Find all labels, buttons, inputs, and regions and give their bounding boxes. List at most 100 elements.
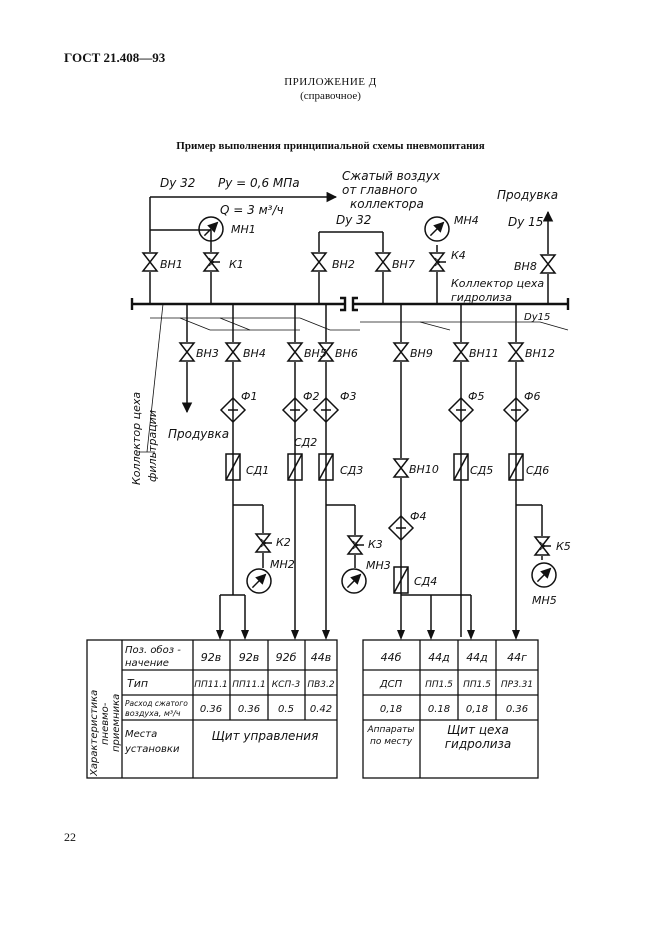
f3-label: Ф3 (340, 390, 356, 403)
cock-k4-stem (434, 257, 446, 267)
row-pos-line1: Поз. обоз - (125, 644, 181, 656)
mn3-label: МН3 (366, 559, 391, 572)
gauge-mn4 (424, 216, 450, 242)
mn2-label: МН2 (270, 558, 295, 571)
sd2-label: СД2 (294, 436, 317, 449)
k1-label: К1 (229, 258, 244, 271)
left-cons-1: 0.36 (200, 704, 222, 715)
valve-vn11 (452, 342, 470, 362)
cocks (202, 252, 551, 556)
sd1-label: СД1 (246, 464, 269, 477)
supply-dy-label: Dу 32 (160, 176, 195, 190)
dy15-top-label: Dу 15 (508, 215, 543, 229)
valve-vn8 (539, 254, 557, 274)
document-standard: ГОСТ 21.408—93 (64, 50, 166, 65)
row-pos-line2: начение (125, 658, 169, 669)
f4-label: Ф4 (410, 510, 426, 523)
right-type-1: ДСП (379, 679, 403, 690)
sd3-label: СД3 (340, 464, 363, 477)
collector-hydrolysis-line1: Коллектор цеха (451, 277, 544, 290)
dy32-second-label: Dу 32 (336, 213, 371, 227)
right-cons-1: 0,18 (380, 704, 402, 715)
vn8-label: ВН8 (514, 260, 537, 273)
left-pos-2: 92в (239, 651, 259, 664)
mn5-label: МН5 (532, 594, 557, 607)
right-type-2: ПП1.5 (425, 680, 453, 690)
k2-label: К2 (276, 536, 291, 549)
k5-label: К5 (556, 540, 571, 553)
valve-vn4 (224, 342, 242, 362)
mn4-label: МН4 (454, 214, 479, 227)
left-type-3: КСП-3 (272, 680, 301, 690)
vn12-label: ВН12 (525, 347, 555, 360)
piping (130, 191, 570, 637)
gauges (198, 216, 557, 594)
f5-label: Ф5 (468, 390, 484, 403)
f2-label: Ф2 (303, 390, 319, 403)
right-pos-2: 44д (428, 651, 450, 664)
left-pos-3: 92б (276, 651, 297, 664)
right-place-line2: гидролиза (445, 737, 512, 751)
filters (219, 396, 530, 542)
right-type-3: ПП1.5 (463, 680, 491, 690)
gauge-mn5 (531, 562, 557, 588)
filter-f1 (219, 396, 247, 424)
filter-f5 (447, 396, 475, 424)
row-type: Тип (127, 677, 148, 690)
valve-vn12 (507, 342, 525, 362)
vn1-label: ВН1 (160, 258, 183, 271)
regulator-sd2 (287, 453, 303, 481)
regulator-sd5 (453, 453, 469, 481)
appendix-title: ПРИЛОЖЕНИЕ Д (284, 76, 377, 88)
gauge-mn2 (246, 568, 272, 594)
vn9-label: ВН9 (410, 347, 433, 360)
cock-k3-stem (352, 540, 364, 550)
regulator-sd6 (508, 453, 524, 481)
sd4-label: СД4 (414, 575, 437, 588)
source-line3: коллектора (350, 197, 424, 211)
valve-vn10 (392, 458, 410, 478)
mn1-label: МН1 (231, 223, 256, 236)
valve-vn1 (141, 252, 159, 272)
supply-flow-label: Q = 3 м³/ч (220, 203, 284, 217)
vn2-label: ВН2 (332, 258, 355, 271)
right-place-line1: Щит цеха (447, 723, 509, 737)
valve-vn7 (374, 252, 392, 272)
left-cons-2: 0.36 (238, 704, 260, 715)
filter-f2 (281, 396, 309, 424)
gauge-mn1 (198, 216, 224, 242)
row-consumption-line1: Расход сжатого (125, 699, 188, 708)
right-pos-1: 44б (381, 651, 402, 664)
figure-title: Пример выполнения принципиальной схемы п… (176, 140, 485, 152)
appendix-note: (справочное) (300, 90, 361, 102)
sd6-label: СД6 (526, 464, 549, 477)
purge-top-label: Продувка (497, 188, 558, 202)
vn10-label: ВН10 (409, 463, 439, 476)
left-type-1: ПП11.1 (194, 680, 228, 690)
collector-hydrolysis-line2: гидролиза (451, 291, 512, 304)
diagram-labels: Dу 32 Pу = 0,6 МПа Q = 3 м³/ч Сжатый воз… (130, 169, 571, 607)
left-cons-4: 0.42 (310, 704, 332, 715)
valve-vn3 (178, 342, 196, 362)
regulators (225, 453, 524, 594)
left-type-4: ПВ3.2 (307, 680, 335, 690)
row-place-line1: Места (125, 729, 157, 740)
cock-k2-stem (260, 538, 272, 548)
purge-bottom-label: Продувка (168, 427, 229, 441)
k3-label: К3 (368, 538, 383, 551)
left-type-2: ПП11.1 (232, 680, 266, 690)
valve-vn6 (317, 342, 335, 362)
page-number: 22 (64, 830, 76, 844)
right-place-left-line2: по месту (370, 737, 413, 747)
f6-label: Ф6 (524, 390, 540, 403)
source-line2: от главного (342, 183, 417, 197)
right-pos-4: 44г (507, 651, 527, 664)
row-consumption-line2: воздуха, м³/ч (125, 709, 181, 718)
regulator-sd4 (393, 566, 409, 594)
left-pos-1: 92в (201, 651, 221, 664)
side-header-line3: приемника (111, 694, 122, 752)
valves (141, 252, 557, 478)
side-header-line2: пневмо- (100, 702, 111, 745)
gauge-mn3 (341, 568, 367, 594)
right-cons-3: 0,18 (466, 704, 488, 715)
